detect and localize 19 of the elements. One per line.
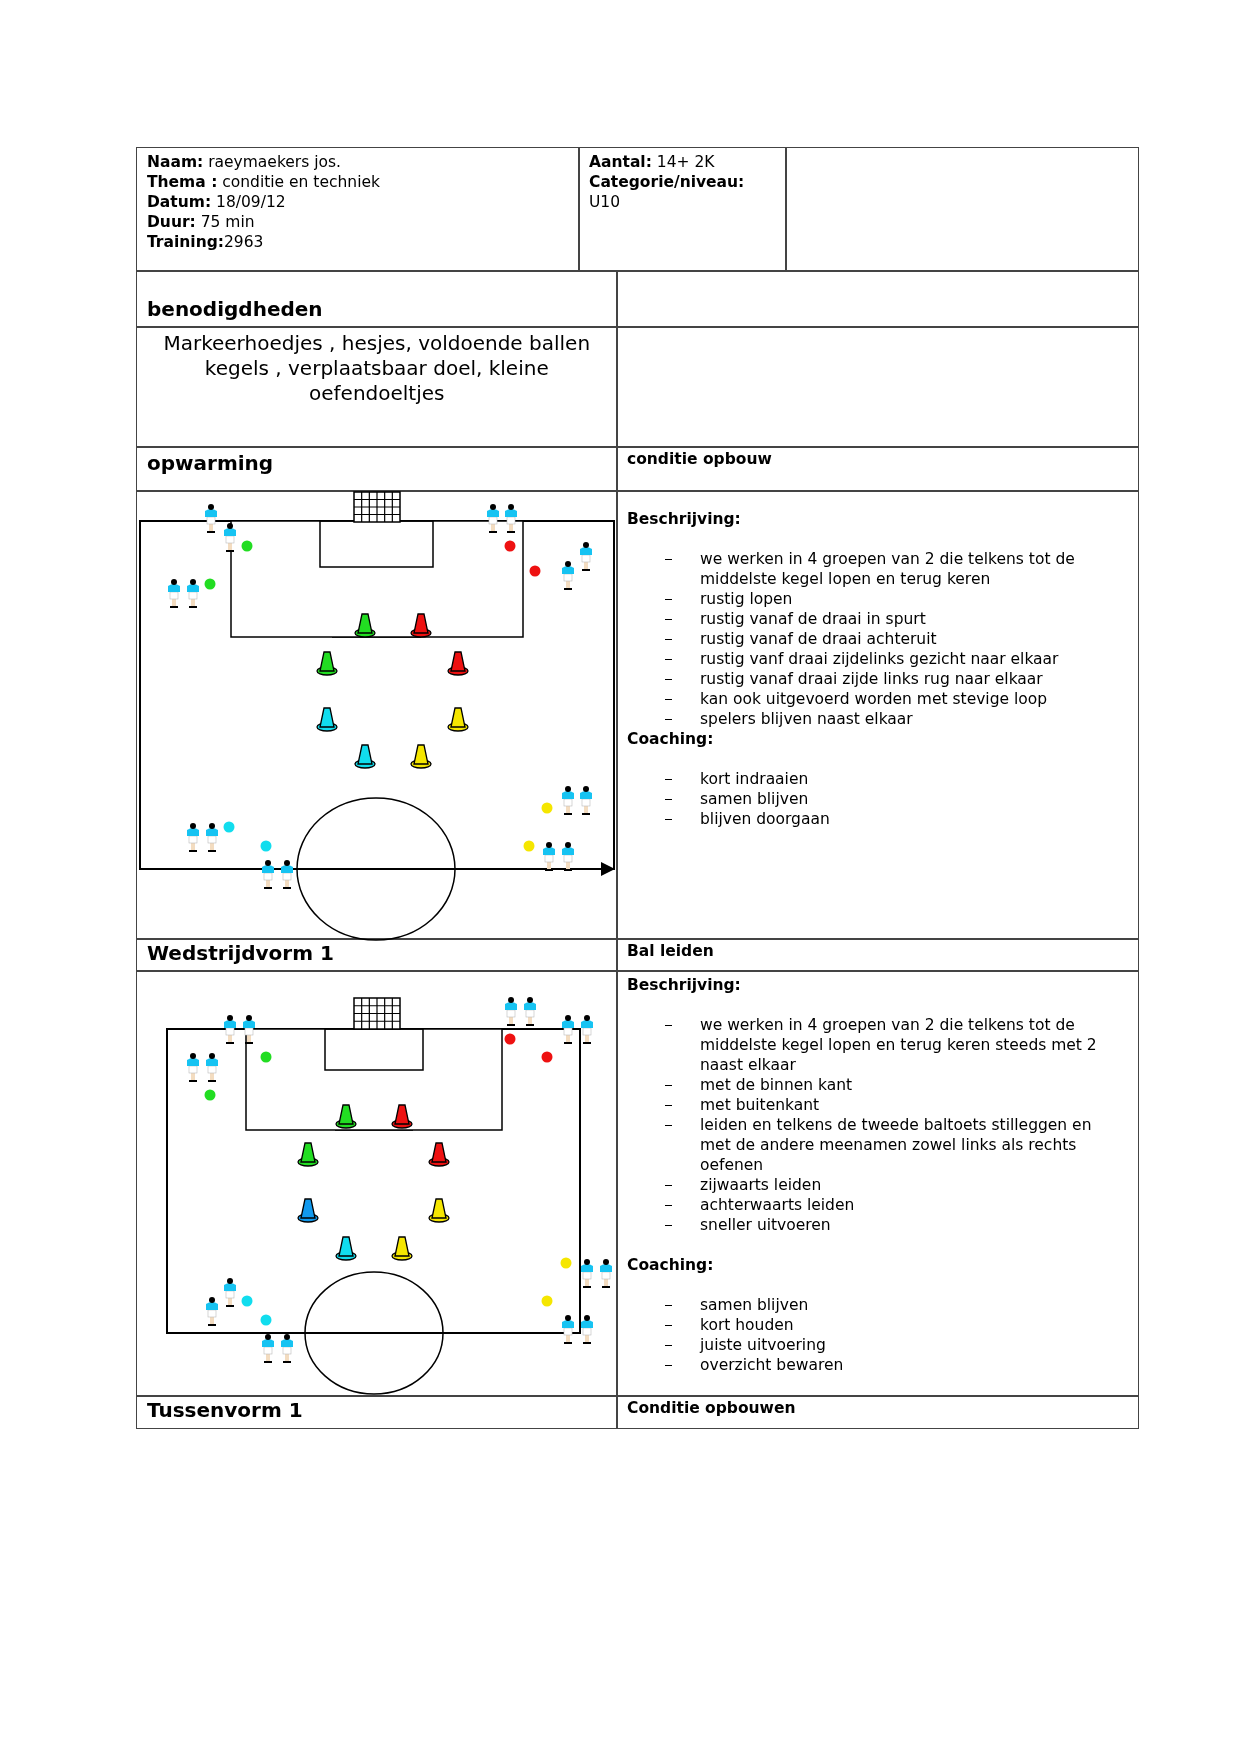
section-heading: Wedstrijdvorm 1: [147, 941, 335, 965]
info-line: Training:2963: [147, 232, 265, 252]
description-heading: Beschrijving:: [627, 975, 742, 995]
description-heading: Beschrijving:: [627, 509, 742, 529]
equipment-text: Markeerhoedjes , hesjes, voldoende ballen kegels , verplaatsbaar doel, kleine oefendoeltjes: [162, 331, 592, 406]
section-subtitle: conditie opbouw: [627, 449, 773, 469]
section-heading: benodigdheden: [147, 296, 324, 321]
section-heading: opwarming: [147, 451, 275, 475]
info-line: Aantal: 14+ 2K: [589, 152, 716, 172]
section-subtitle: Conditie opbouwen: [627, 1398, 797, 1418]
coaching-heading: Coaching:: [627, 729, 715, 749]
info-line: Thema : conditie en techniek: [147, 172, 381, 192]
section-subtitle: Bal leiden: [627, 941, 715, 961]
info-line: Datum: 18/09/12: [147, 192, 287, 212]
info-line: Duur: 75 min: [147, 212, 256, 232]
info-line: Categorie/niveau: U10: [589, 172, 746, 212]
coaching-heading: Coaching:: [627, 1255, 715, 1275]
info-line: Naam: raeymaekers jos.: [147, 152, 343, 172]
section-heading: Tussenvorm 1: [147, 1398, 304, 1422]
